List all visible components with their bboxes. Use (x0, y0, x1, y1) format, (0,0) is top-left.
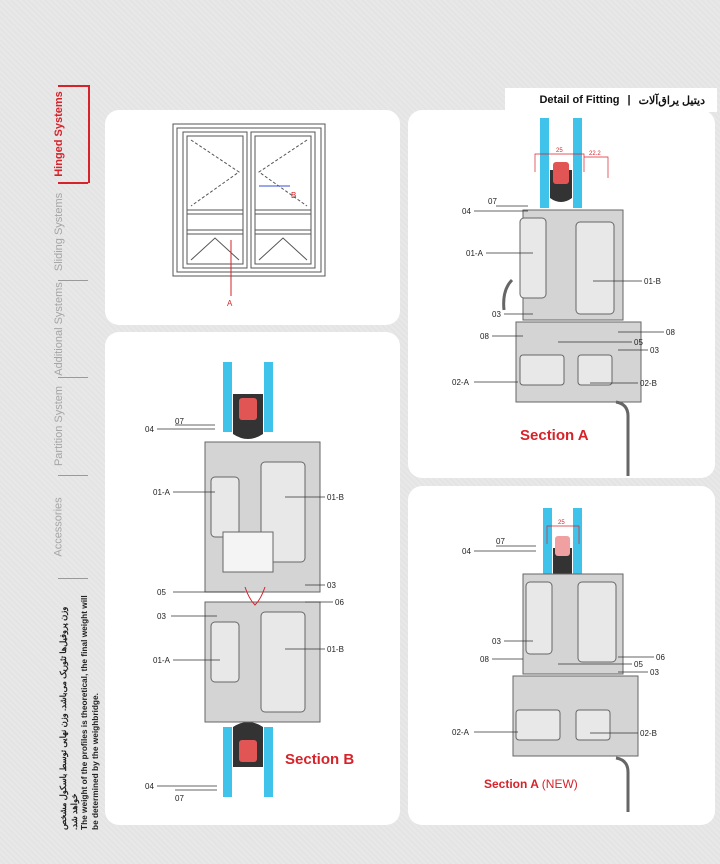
callout-03: 03 (157, 612, 166, 621)
page-header: Detail of Fitting | دیتیل یراق‌آلات (505, 88, 717, 112)
section-b-panel: 04 07 01-A 01-B 05 03 06 03 01-A 01-B 04… (105, 332, 400, 825)
callout-03: 03 (650, 346, 659, 355)
callout-08: 08 (666, 328, 675, 337)
callout-06: 06 (656, 653, 665, 662)
header-title-fa: دیتیل یراق‌آلات (638, 94, 705, 107)
section-b-drawing: 04 07 01-A 01-B 05 03 06 03 01-A 01-B 04… (145, 362, 354, 803)
callout-08: 08 (480, 332, 489, 341)
window-elevation-drawing: A B (172, 123, 326, 308)
callout-08: 08 (480, 655, 489, 664)
active-tab-marker (88, 85, 90, 183)
callout-05: 05 (634, 660, 643, 669)
tab-label: Partition System (53, 385, 65, 467)
tab-label: Additional Systems (53, 281, 66, 376)
callout-07: 07 (496, 537, 505, 546)
tab-hinged-systems[interactable]: Hinged Systems (28, 85, 90, 183)
callout-06: 06 (335, 598, 344, 607)
section-a-new-panel: 25 04 07 03 08 06 05 03 02-A 02-B Sectio… (408, 486, 715, 825)
elevation-panel: A B (105, 110, 400, 325)
note-fa: وزن پروفیل‌ها تئوریک می‌باشد. وزن نهایی … (58, 606, 79, 830)
divider (58, 578, 88, 579)
section-a-title: Section A (520, 427, 589, 444)
divider (58, 475, 88, 476)
section-b-marker: B (291, 191, 296, 200)
callout-01-a: 01-A (153, 656, 171, 665)
callout-03: 03 (492, 310, 501, 319)
section-a-new-title: Section A (NEW) (484, 777, 578, 791)
section-a-panel: 25 22.2 04 07 01-A 01-B 03 08 08 05 03 (408, 110, 715, 478)
callout-03: 03 (650, 668, 659, 677)
section-a-new-drawing: 25 04 07 03 08 06 05 03 02-A 02-B Sectio… (452, 508, 665, 812)
callout-03: 03 (327, 581, 336, 590)
note-en: The weight of the profiles is theoretica… (79, 595, 100, 830)
dimension-25: 25 (556, 148, 563, 154)
callout-01-a: 01-A (153, 488, 171, 497)
divider (58, 85, 88, 87)
callout-07: 07 (175, 417, 184, 426)
tab-additional-systems[interactable]: Additional Systems (28, 280, 90, 377)
section-b-title: Section B (285, 751, 354, 768)
callout-02-a: 02-A (452, 378, 470, 387)
weight-note: وزن پروفیل‌ها تئوریک می‌باشد. وزن نهایی … (58, 590, 100, 830)
callout-02-b: 02-B (640, 729, 657, 738)
divider (58, 182, 88, 184)
callout-04: 04 (462, 207, 471, 216)
callout-07: 07 (488, 197, 497, 206)
section-a-marker: A (227, 299, 233, 308)
callout-02-b: 02-B (640, 379, 657, 388)
callout-03: 03 (492, 637, 501, 646)
divider (58, 377, 88, 378)
callout-01-b: 01-B (327, 493, 344, 502)
header-separator: | (627, 94, 631, 106)
glass-panes (223, 362, 273, 797)
callout-05: 05 (634, 338, 643, 347)
tab-label: Hinged Systems (53, 91, 65, 177)
title-main: Section A (484, 777, 539, 791)
divider (58, 280, 88, 281)
callout-02-a: 02-A (452, 728, 470, 737)
tab-sliding-systems[interactable]: Sliding Systems (28, 183, 90, 280)
callout-01-a: 01-A (466, 249, 484, 258)
tab-accessories[interactable]: Accessories (28, 475, 90, 578)
callout-04: 04 (462, 547, 471, 556)
callout-01-b: 01-B (644, 277, 661, 286)
tab-label: Accessories (52, 496, 65, 557)
dimension-22-2: 22.2 (589, 151, 601, 157)
tab-partition-system[interactable]: Partition System (28, 377, 90, 475)
callout-04: 04 (145, 782, 154, 791)
dimension-25: 25 (558, 520, 565, 526)
callout-01-b: 01-B (327, 645, 344, 654)
callout-05: 05 (157, 588, 166, 597)
callout-07: 07 (175, 794, 184, 803)
title-suffix: (NEW) (542, 777, 578, 791)
section-a-drawing: 25 22.2 04 07 01-A 01-B 03 08 08 05 03 (452, 118, 675, 476)
callout-04: 04 (145, 425, 154, 434)
tab-label: Sliding Systems (53, 192, 66, 271)
header-title-en: Detail of Fitting (539, 94, 620, 106)
